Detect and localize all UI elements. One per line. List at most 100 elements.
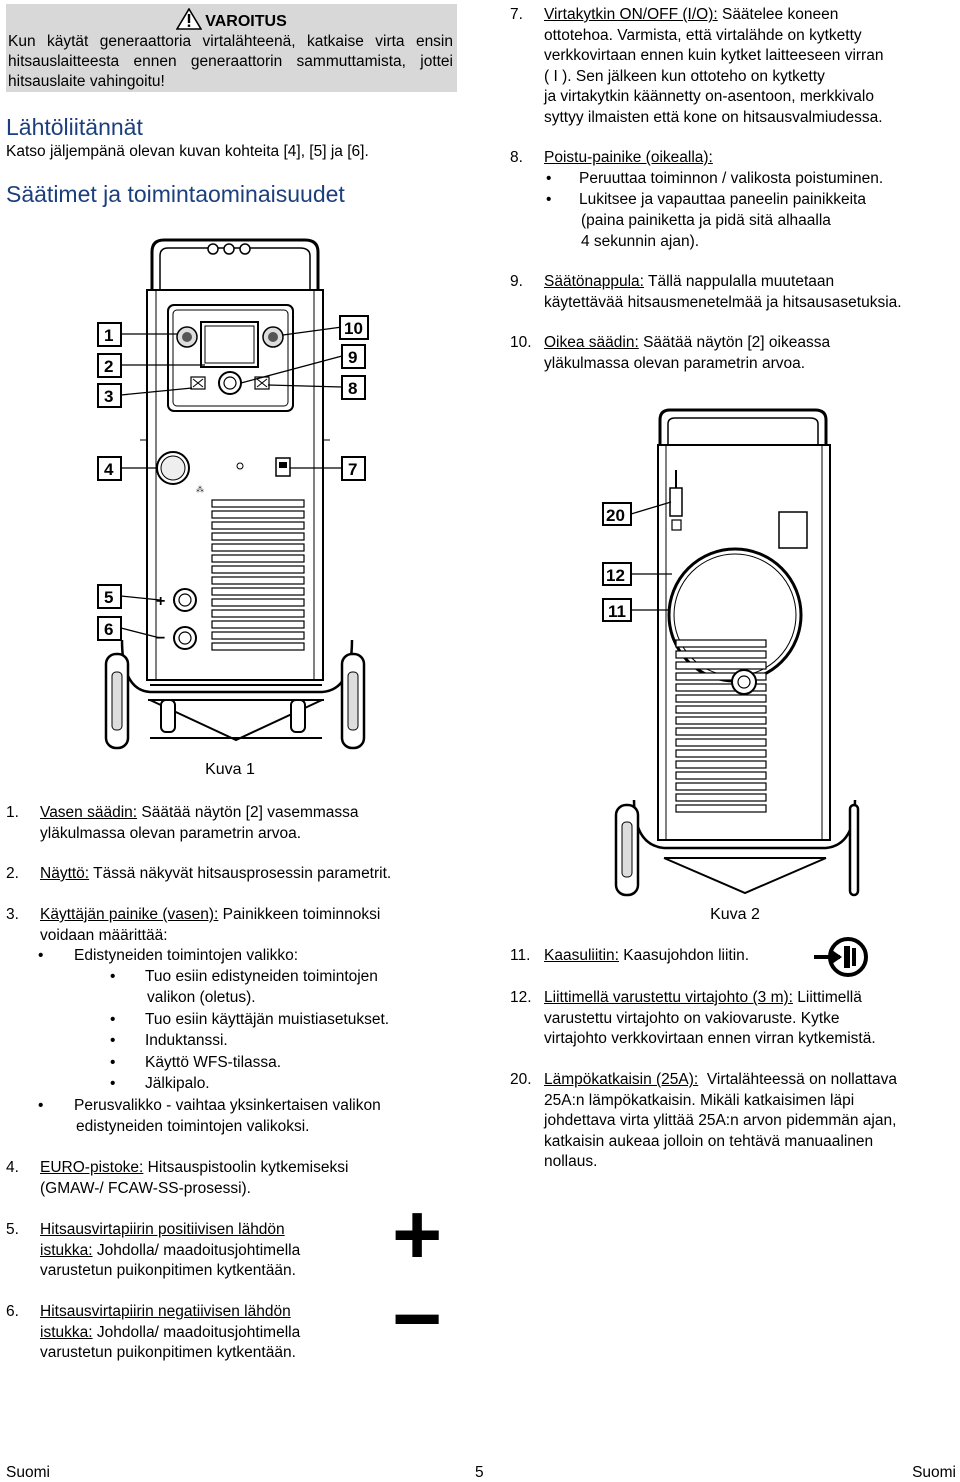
item-8-title: Poistu-painike (oikealla): — [544, 149, 713, 166]
item-10-text: Säätää näytön [2] oikeassa — [638, 334, 831, 351]
fig1-label-1: 1 — [97, 322, 122, 347]
item-9-line2: käytettävää hitsausmenetelmää ja hitsaus… — [544, 293, 902, 311]
item-3-bullet-basic-menu: Perusvalikko - vaihtaa yksinkertaisen va… — [74, 1097, 381, 1114]
item-6-num: 6. — [6, 1303, 19, 1320]
item-3-sub-4: Käyttö WFS-tilassa. — [145, 1054, 282, 1071]
item-8-bullet-1: Peruuttaa toiminnon / valikosta poistumi… — [579, 170, 884, 187]
fig1-label-5: 5 — [97, 584, 122, 609]
item-10-line2: yläkulmassa olevan parametrin arvoa. — [544, 354, 806, 372]
item-11-num: 11. — [510, 947, 531, 964]
item-2: 2. Näyttö: Tässä näkyvät hitsausprosessi… — [6, 864, 476, 886]
item-5-title: Hitsausvirtapiirin positiivisen lähdön — [40, 1221, 285, 1238]
item-9-num: 9. — [510, 273, 523, 290]
item-10: 10. Oikea säädin: Säätää näytön [2] oike… — [510, 333, 950, 375]
fig1-plus-mark: + — [156, 593, 165, 610]
fig1-label-7: 7 — [341, 456, 366, 481]
bullet-dot: • — [546, 191, 552, 208]
item-1-num: 1. — [6, 804, 19, 821]
item-3-sub-1: Tuo esiin edistyneiden toimintojen — [145, 968, 378, 985]
item-5-line3: varustetun puikonpitimen kytkentään. — [40, 1262, 296, 1280]
warning-title-text: VAROITUS — [205, 13, 287, 30]
item-4-line2: (GMAW-/ FCAW-SS-prosessi). — [40, 1179, 251, 1197]
page-number: 5 — [475, 1464, 484, 1481]
item-12-num: 12. — [510, 989, 532, 1006]
item-9-title: Säätönappula: — [544, 273, 644, 290]
item-20-num: 20. — [510, 1071, 532, 1088]
item-10-num: 10. — [510, 334, 532, 351]
item-8-bullet-2: Lukitsee ja vapauttaa paneelin painikkei… — [579, 191, 866, 208]
item-11-text: Kaasujohdon liitin. — [618, 947, 750, 964]
item-9: 9. Säätönappula: Tällä nappulalla muutet… — [510, 272, 960, 314]
svg-text:10: 10 — [344, 319, 363, 338]
svg-text:6: 6 — [104, 620, 113, 639]
item-7-text: Säätelee koneen — [717, 6, 839, 23]
item-3-text: Painikkeen toiminnoksi — [218, 906, 381, 923]
item-5: 5. Hitsausvirtapiirin positiivisen lähdö… — [6, 1220, 386, 1284]
item-3-bullet-basic-menu-2: edistyneiden toimintojen valikoksi. — [76, 1118, 310, 1135]
figure2-machine-rear: 20 12 11 — [602, 408, 860, 897]
item-7-num: 7. — [510, 6, 523, 23]
bullet-dot: • — [110, 1011, 116, 1028]
warning-box: VAROITUS Kun käytät generaattoria virtal… — [6, 4, 457, 92]
warning-body: Kun käytät generaattoria virtalähteenä, … — [8, 33, 453, 90]
item-6: 6. Hitsausvirtapiirin negatiivisen lähdö… — [6, 1302, 386, 1366]
item-7-line: ottotehoa. Varmista, että virtalähde on … — [544, 26, 862, 44]
bullet-dot: • — [38, 947, 44, 964]
item-20-line: johdettava virta ylittää 25A:n arvon pid… — [544, 1112, 897, 1130]
footer-right: Suomi — [912, 1464, 956, 1481]
item-5-text: Johdolla/ maadoitusjohtimella — [92, 1241, 301, 1259]
svg-text:1: 1 — [104, 326, 113, 345]
item-1-text: Säätää näytön [2] vasemmassa — [137, 804, 359, 821]
svg-text:8: 8 — [348, 379, 357, 398]
item-2-title: Näyttö: — [40, 865, 90, 882]
item-3-sub-3: Induktanssi. — [145, 1032, 228, 1049]
item-7-title: Virtakytkin ON/OFF (I/O): — [544, 6, 718, 23]
bullet-dot: • — [110, 1032, 116, 1049]
figure1-caption: Kuva 1 — [205, 761, 255, 778]
item-1: 1. Vasen säädin: Säätää näytön [2] vasem… — [6, 803, 476, 845]
fig2-label-12: 12 — [602, 562, 632, 586]
svg-text:5: 5 — [104, 588, 113, 607]
svg-text:2: 2 — [104, 357, 113, 376]
item-2-num: 2. — [6, 865, 19, 882]
fig1-label-6: 6 — [97, 616, 122, 641]
fig2-label-11: 11 — [602, 598, 632, 622]
item-7-line: ja virtakytkin käännetty on-asentoon, me… — [544, 88, 874, 106]
item-8-bullet-2-line3: 4 sekunnin ajan). — [581, 233, 700, 250]
figure2-caption: Kuva 2 — [710, 906, 760, 923]
fig2-label-20: 20 — [602, 502, 632, 526]
item-9-text: Tällä nappulalla muutetaan — [643, 273, 835, 290]
bullet-dot: • — [110, 1075, 116, 1092]
warning-triangle-icon — [175, 7, 203, 30]
outputs-heading: Lähtöliitännät — [6, 114, 143, 140]
item-4-title: EURO-pistoke: — [40, 1159, 144, 1176]
large-plus-symbol: + — [392, 1187, 443, 1283]
fig1-label-2: 2 — [97, 353, 122, 378]
item-12-title: Liittimellä varustettu virtajohto (3 m): — [544, 989, 793, 1006]
large-minus-symbol: − — [392, 1271, 443, 1367]
item-6-title: Hitsausvirtapiirin negatiivisen lähdön — [40, 1303, 291, 1320]
item-7-line: verkkovirtaan ennen kuin kytket laittees… — [544, 47, 884, 65]
item-3-sub-5: Jälkipalo. — [145, 1075, 210, 1092]
bullet-dot: • — [546, 170, 552, 187]
fig1-label-8: 8 — [341, 375, 366, 400]
fig1-minus-mark: − — [156, 630, 165, 647]
item-3-bullet-advanced-menu: Edistyneiden toimintojen valikko: — [74, 947, 299, 964]
item-11-title: Kaasuliitin: — [544, 947, 619, 964]
item-20-text: Virtalähteessä on nollattava — [698, 1071, 897, 1088]
bullet-dot: • — [38, 1097, 44, 1114]
item-8-num: 8. — [510, 149, 523, 166]
footer-left: Suomi — [6, 1464, 50, 1481]
item-5-title2: istukka: — [40, 1241, 93, 1259]
item-12-line: virtajohto verkkovirtaan ennen virran ky… — [544, 1030, 876, 1048]
item-6-text: Johdolla/ maadoitusjohtimella — [92, 1323, 301, 1341]
bullet-dot: • — [110, 1054, 116, 1071]
item-4-num: 4. — [6, 1159, 19, 1176]
item-12: 12. Liittimellä varustettu virtajohto (3… — [510, 988, 955, 1052]
svg-text:7: 7 — [348, 460, 357, 479]
item-20-title: Lämpökatkaisin (25A): — [544, 1071, 699, 1088]
item-3-sub-2: Tuo esiin käyttäjän muistiasetukset. — [145, 1011, 390, 1028]
warning-title: VAROITUS — [6, 7, 457, 31]
item-1-line2: yläkulmassa olevan parametrin arvoa. — [40, 824, 302, 842]
fig1-label-4: 4 — [97, 456, 122, 481]
